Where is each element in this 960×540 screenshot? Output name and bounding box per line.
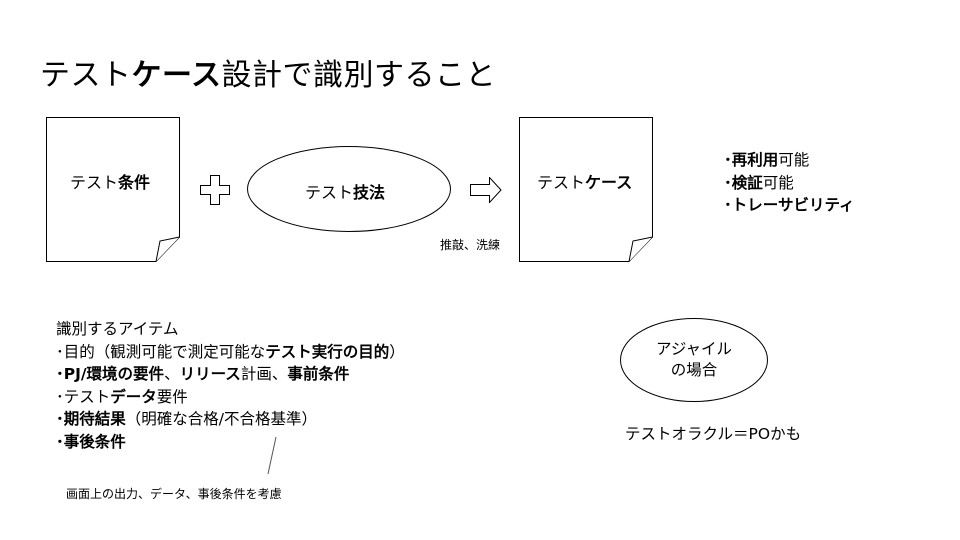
test-technique-label-bold: 技法 [353, 183, 386, 202]
list-bullet: ･ [56, 365, 64, 383]
property-item: ･検証可能 [724, 172, 855, 195]
property-bold: 再利用 [731, 151, 779, 169]
property-bullet: ･ [724, 151, 732, 169]
test-technique-label: テスト技法 [305, 179, 385, 203]
property-bold: トレーサビリティ [731, 196, 855, 214]
property-bullet: ･ [724, 196, 732, 214]
test-cases-label-bold: ケース [585, 173, 633, 192]
list-item: ･目的（観測可能で測定可能なテスト実行の目的） [56, 341, 405, 364]
test-technique-label-plain: テスト [305, 183, 354, 202]
agile-ellipse: アジャイル の場合 [620, 318, 768, 402]
list-bullet: ･ [56, 410, 64, 428]
list-bold: 期待結果 [63, 410, 126, 428]
plus-icon [200, 175, 230, 205]
property-plain: 可能 [778, 151, 810, 169]
list-plain: 、 [164, 365, 180, 383]
test-cases-label-plain: テスト [537, 173, 586, 192]
list-bold: リリース [179, 365, 241, 383]
list-item: ･期待結果（明確な合格/不合格基準） [56, 408, 405, 431]
test-case-properties: ･再利用可能 ･検証可能 ･トレーサビリティ [724, 149, 855, 217]
property-item: ･再利用可能 [724, 149, 855, 172]
document-shape-icon [519, 117, 653, 262]
list-item: ･PJ/環境の要件、リリース計画、事前条件 [56, 363, 405, 386]
test-conditions-label-bold: 条件 [118, 173, 151, 192]
ellipse-shape-icon [247, 146, 451, 232]
title-part1: テスト [40, 58, 132, 93]
test-cases-label: テストケース [537, 169, 632, 193]
list-bold: テスト実行の目的 [265, 342, 390, 361]
list-item: ･テストデータ要件 [56, 386, 405, 409]
test-oracle-note: テストオラクル＝POかも [625, 425, 802, 443]
list-bullet: ･ [56, 342, 64, 361]
list-bold: 事前条件 [287, 365, 350, 383]
list-bold: PJ/環境の要件 [63, 365, 165, 383]
list-plain: テスト [63, 387, 111, 406]
list-plain: 計画、 [240, 365, 288, 383]
list-bold: 事後条件 [63, 432, 126, 451]
footnote: 画面上の出力、データ、事後条件を考慮 [66, 487, 282, 501]
ellipse-shape-icon [620, 318, 768, 402]
test-conditions-document: テスト条件 [46, 117, 181, 262]
page-title: テストケース設計で識別すること [40, 56, 496, 96]
refine-note: 推敲、洗練 [440, 238, 501, 252]
agile-label-line2: の場合 [670, 361, 718, 379]
title-part3: 設計で識別すること [221, 58, 496, 93]
agile-label: アジャイル の場合 [620, 339, 768, 381]
agile-label-line1: アジャイル [655, 340, 733, 358]
test-technique-ellipse: テスト技法 [247, 146, 451, 232]
property-item: ･トレーサビリティ [724, 194, 855, 217]
list-bullet: ･ [56, 432, 64, 451]
document-shape-icon [46, 117, 180, 262]
test-conditions-label: テスト条件 [70, 169, 150, 193]
property-plain: 可能 [762, 173, 794, 192]
connector-line [267, 436, 277, 475]
property-bold: 検証 [731, 173, 763, 192]
items-heading: 識別するアイテム [56, 320, 179, 338]
list-item: ･事後条件 [56, 431, 405, 454]
identified-items-list: 識別するアイテム ･目的（観測可能で測定可能なテスト実行の目的） ･PJ/環境の… [56, 318, 405, 453]
test-conditions-label-plain: テスト [70, 173, 119, 192]
title-part2-bold: ケース [131, 58, 222, 93]
list-plain: （明確な合格/不合格基準） [125, 410, 318, 428]
test-cases-document: テストケース [519, 117, 654, 262]
right-arrow-icon [470, 177, 502, 203]
list-bullet: ･ [56, 387, 64, 406]
property-bullet: ･ [724, 173, 732, 192]
list-bold: データ [110, 387, 157, 406]
list-plain: ） [389, 342, 405, 361]
list-plain: 要件 [156, 387, 188, 406]
list-plain: 目的（観測可能で測定可能な [63, 342, 266, 361]
